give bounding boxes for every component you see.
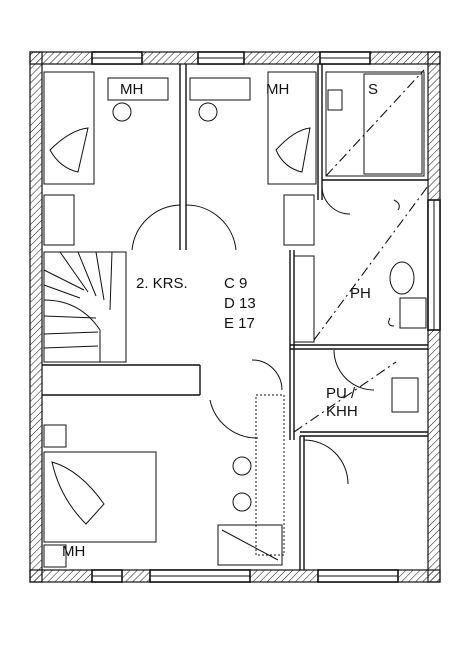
hall-ceiling-e: E 17 <box>224 315 255 332</box>
bedroom-right-furniture <box>189 71 317 246</box>
bedroom-left-furniture <box>43 71 169 246</box>
staircase <box>43 251 127 363</box>
sauna <box>325 69 425 177</box>
interior-walls <box>42 64 428 570</box>
utility-room-fixtures <box>293 349 419 433</box>
exterior-walls <box>29 51 441 583</box>
room-label-bedroom-right: MH <box>266 81 289 98</box>
room-label-bedroom-bottom: MH <box>62 543 85 560</box>
room-label-utility-line1: PU / <box>326 385 356 402</box>
bathroom-fixtures <box>293 185 429 343</box>
room-label-utility-line2: KHH <box>326 403 358 420</box>
room-label-sauna: S <box>368 81 378 98</box>
hall-ceiling-d: D 13 <box>224 295 256 312</box>
hall-ceiling-c: C 9 <box>224 275 247 292</box>
hall-door-arcs <box>131 185 351 251</box>
bedroom-bottom-furniture <box>43 359 349 568</box>
hall-title: 2. KRS. <box>136 275 188 292</box>
room-label-bedroom-left: MH <box>120 81 143 98</box>
room-label-bathroom: PH <box>350 285 371 302</box>
